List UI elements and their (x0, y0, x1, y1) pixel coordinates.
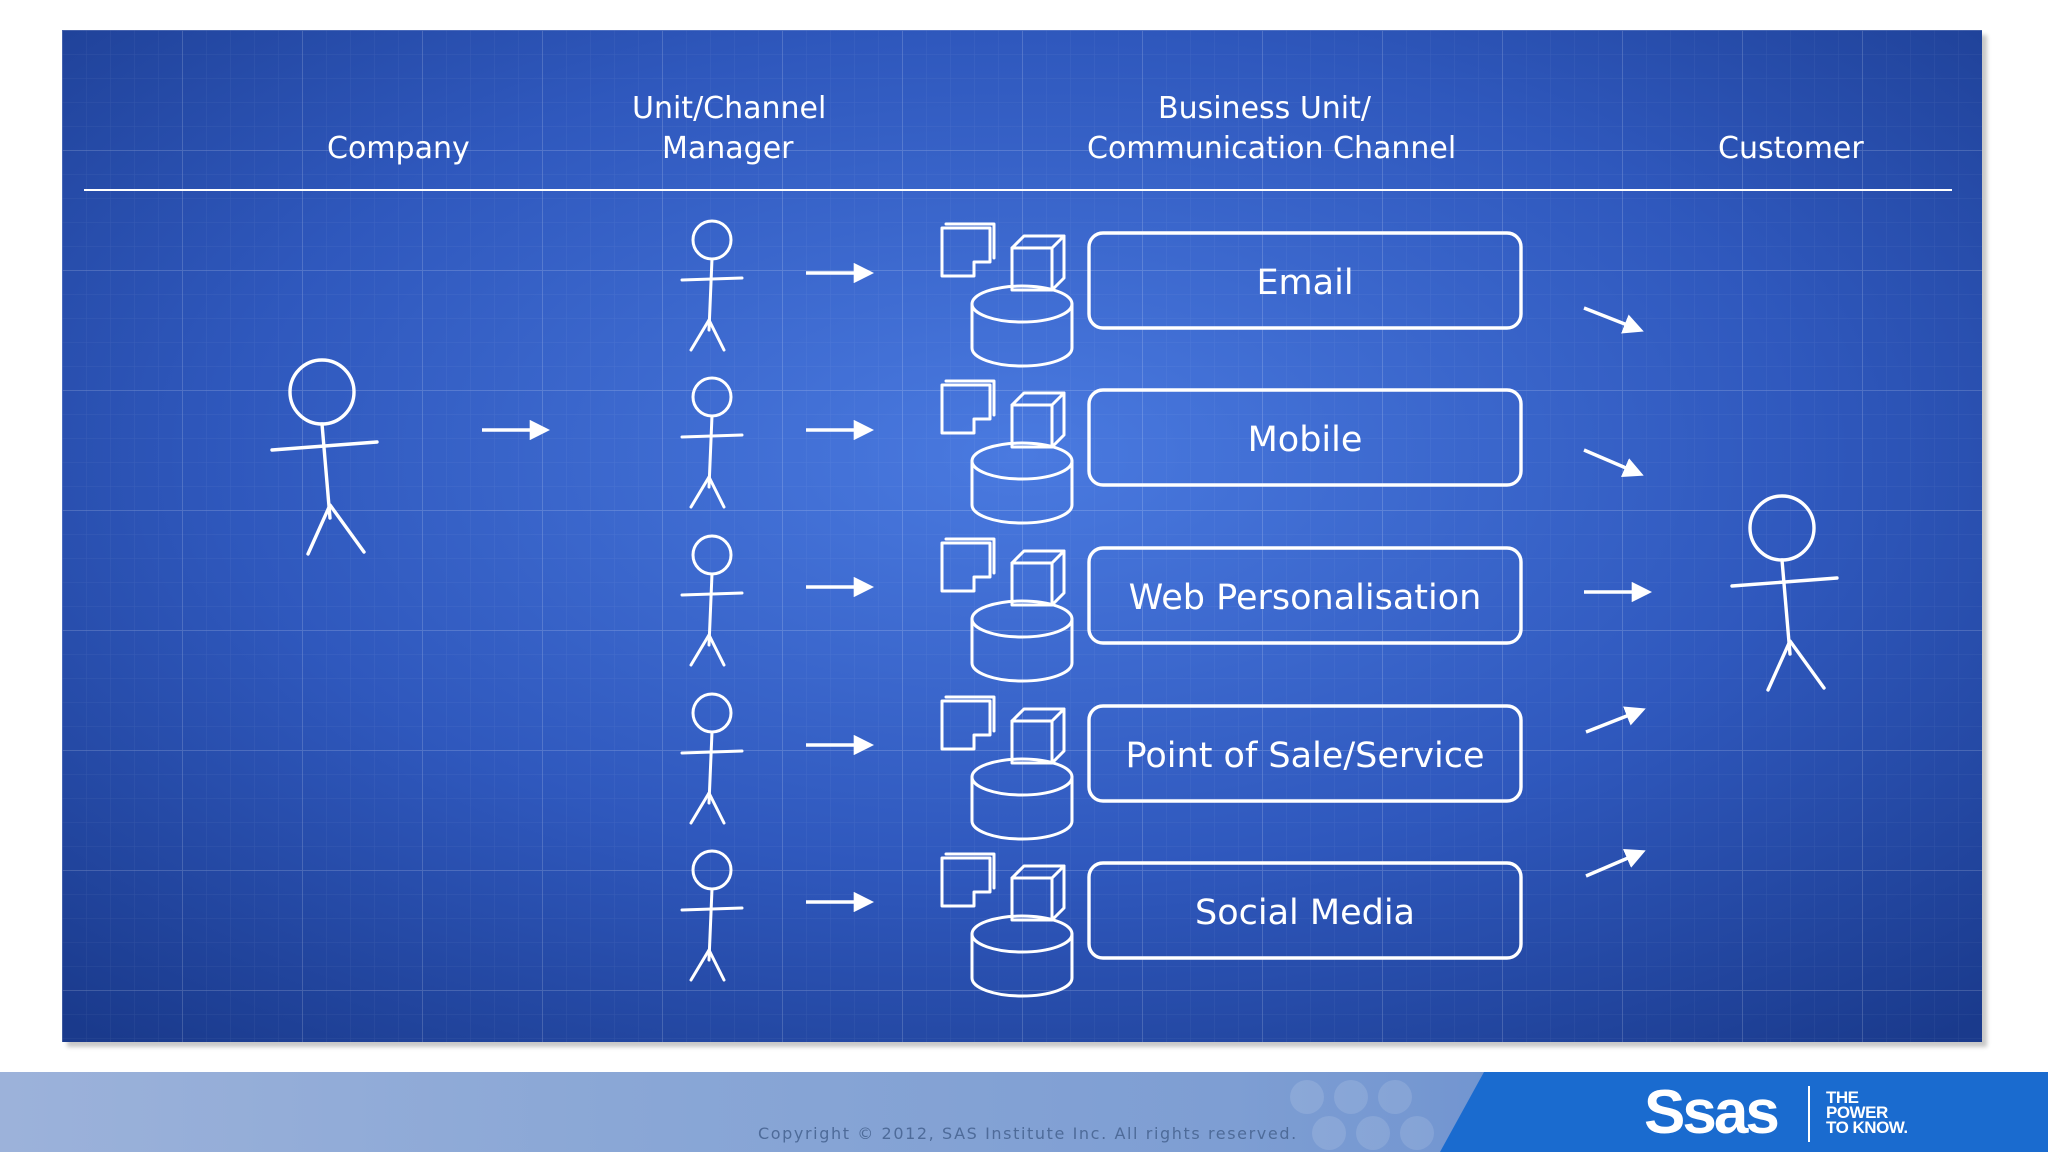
footer-dot (1312, 1116, 1346, 1150)
database-cube-icon (940, 379, 1074, 525)
channel-row-point-of-sale: Point of Sale/Service (680, 692, 1646, 841)
header-business-line2: Communication Channel (1087, 131, 1456, 166)
footer-bar: Copyright © 2012, SAS Institute Inc. All… (0, 1072, 2048, 1152)
tagline-line-3: TO KNOW. (1826, 1118, 1908, 1137)
customer-arrow-icon (1585, 849, 1646, 878)
channel-label-mobile: Mobile (1248, 420, 1363, 460)
channel-row-email: Email (680, 219, 1644, 368)
channel-row-social-media: Social Media (680, 849, 1646, 998)
tagline-line-1: THE (1826, 1088, 1859, 1107)
header-business-line1: Business Unit/ (1158, 91, 1372, 126)
header-company: Company (327, 131, 470, 166)
blueprint-background (62, 30, 1982, 1042)
customer-arrow-icon (1583, 448, 1644, 477)
tagline: THE POWER TO KNOW. (1826, 1088, 1946, 1137)
manager-stick-figure-icon (680, 219, 744, 352)
database-cube-icon (940, 695, 1074, 841)
database-cube-icon (940, 852, 1074, 998)
channel-diagram: Company Unit/Channel Manager Business Un… (84, 91, 1952, 998)
footer-dot (1378, 1080, 1412, 1114)
channel-label-point-of-sale: Point of Sale/Service (1126, 736, 1485, 776)
channel-box-web-personalisation (1087, 546, 1523, 645)
header-manager-line2: Manager (662, 131, 794, 166)
manager-stick-figure-icon (680, 692, 744, 825)
sas-logo: Ssas (1644, 1078, 1780, 1147)
copyright-text: Copyright © 2012, SAS Institute Inc. All… (758, 1124, 1298, 1143)
header-manager-line1: Unit/Channel (632, 91, 826, 126)
footer-dot (1400, 1116, 1434, 1150)
tagline-line-2: POWER (1826, 1103, 1888, 1122)
channel-box-social-media (1087, 861, 1523, 960)
footer-dot (1334, 1080, 1368, 1114)
channel-box-mobile (1087, 388, 1523, 487)
channel-label-email: Email (1256, 263, 1353, 303)
company-stick-figure-icon (270, 358, 379, 556)
database-cube-icon (940, 222, 1074, 368)
customer-stick-figure-icon (1730, 494, 1839, 692)
footer-dot (1290, 1080, 1324, 1114)
manager-stick-figure-icon (680, 534, 744, 667)
header-customer: Customer (1718, 131, 1864, 166)
channel-row-mobile: Mobile (680, 376, 1644, 525)
logo-divider (1808, 1086, 1810, 1142)
channel-box-point-of-sale (1087, 704, 1523, 803)
customer-arrow-icon (1585, 706, 1646, 734)
manager-stick-figure-icon (680, 849, 744, 982)
footer-dot (1356, 1116, 1390, 1150)
diagram-slide: Company Unit/Channel Manager Business Un… (62, 30, 1982, 1042)
channel-row-web-personalisation: Web Personalisation (680, 534, 1653, 683)
channel-label-social-media: Social Media (1195, 893, 1415, 933)
channel-label-web-personalisation: Web Personalisation (1129, 578, 1482, 618)
channel-box-email (1087, 231, 1523, 330)
customer-arrow-icon (1583, 306, 1644, 334)
manager-stick-figure-icon (680, 376, 744, 509)
footer-brand-panel (1440, 1072, 2048, 1152)
database-cube-icon (940, 537, 1074, 683)
